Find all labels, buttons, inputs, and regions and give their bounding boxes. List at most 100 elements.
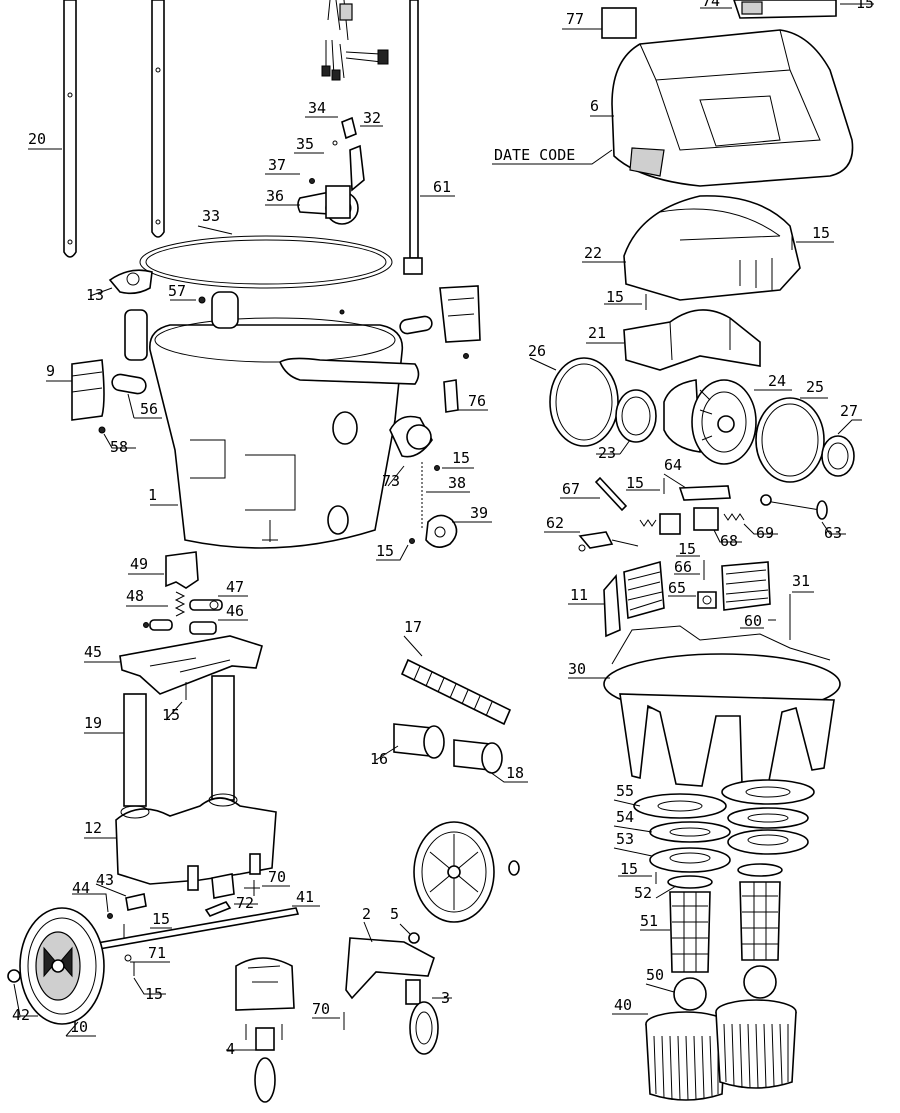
- callout-56: 56: [140, 400, 158, 418]
- part-4-caster: [226, 957, 295, 1103]
- callout-58: 58: [110, 438, 128, 456]
- part-41-axle: [78, 905, 320, 953]
- part-38-chain: [421, 462, 470, 530]
- part-30-lid-base: [568, 625, 841, 787]
- callout-26: 26: [528, 342, 546, 360]
- callout-18: 18: [506, 764, 524, 782]
- callout-6: 6: [590, 97, 599, 115]
- rear-wheel-right: [413, 821, 520, 923]
- part-56-latch-plate: [111, 373, 162, 419]
- part-73-drain-port: [387, 415, 433, 487]
- callout-36: 36: [266, 187, 284, 205]
- callout-31: 31: [792, 572, 810, 590]
- callout-15-g: 15: [812, 224, 830, 242]
- callout-25: 25: [806, 378, 824, 396]
- callout-42: 42: [12, 1006, 30, 1024]
- right-latch: [339, 285, 481, 359]
- part-9-latch: [46, 359, 105, 421]
- part-68-valve-block: [639, 507, 742, 543]
- part-12-cart-base: [84, 793, 277, 891]
- callout-34: 34: [308, 99, 326, 117]
- callout-67: 67: [562, 480, 580, 498]
- callout-24: 24: [768, 372, 786, 390]
- callout-74: 74: [702, 0, 720, 10]
- part-18-hose-cuff: [453, 739, 528, 783]
- callout-40: 40: [614, 996, 632, 1014]
- part-44-screw: [72, 893, 113, 919]
- part-26-gasket: [529, 357, 619, 447]
- callout-61: 61: [433, 178, 451, 196]
- callout-70-b: 70: [312, 1000, 330, 1018]
- callout-63: 63: [824, 524, 842, 542]
- callout-51: 51: [640, 912, 658, 930]
- part-50-float-ball: [645, 965, 777, 1011]
- callout-32: 32: [363, 109, 381, 127]
- part-49-handle-clip: [128, 551, 199, 589]
- callout-76: 76: [468, 392, 486, 410]
- callout-20: 20: [28, 130, 46, 148]
- part-54-gasket: [613, 807, 809, 843]
- part-19-cart-tubes: [84, 675, 235, 807]
- callout-15-j: 15: [678, 540, 696, 558]
- callout-15-e: 15: [145, 985, 163, 1003]
- part-23-seal: [596, 389, 657, 455]
- callout-15-a: 15: [452, 449, 470, 467]
- callout-15-i: 15: [626, 474, 644, 492]
- callout-41: 41: [296, 888, 314, 906]
- part-72-latch: [204, 873, 258, 917]
- callout-71: 71: [148, 944, 166, 962]
- callout-77: 77: [566, 10, 584, 28]
- callout-45: 45: [84, 643, 102, 661]
- part-74-switch-board: [700, 0, 837, 19]
- part-63-valve-stem: [759, 494, 846, 535]
- callout-60: 60: [744, 612, 762, 630]
- part-11-exhaust-grilles: [568, 560, 771, 638]
- part-16-hose-cuff: [375, 723, 445, 761]
- callout-73: 73: [382, 472, 400, 490]
- callout-2: 2: [362, 905, 371, 923]
- callout-38: 38: [448, 474, 466, 492]
- part-42-hub-cap: [7, 969, 38, 1017]
- callout-33: 33: [202, 207, 220, 225]
- callout-44: 44: [72, 879, 90, 897]
- part-66-clip: [674, 560, 705, 580]
- part-24-motor: [663, 379, 792, 465]
- callout-47: 47: [226, 578, 244, 596]
- part-15-screw-64: [626, 478, 665, 494]
- part-39-drain-cap: [425, 514, 492, 548]
- callout-39: 39: [470, 504, 488, 522]
- part-69-spring: [723, 513, 778, 535]
- callout-65: 65: [668, 579, 686, 597]
- part-70-screw-cart: [244, 880, 290, 896]
- part-46-knob: [143, 619, 248, 635]
- callout-57: 57: [168, 282, 186, 300]
- callout-27: 27: [840, 402, 858, 420]
- callout-50: 50: [646, 966, 664, 984]
- callout-69: 69: [756, 524, 774, 542]
- part-57-screw: [170, 296, 206, 304]
- callout-3: 3: [441, 989, 450, 1007]
- callout-4: 4: [226, 1040, 235, 1058]
- part-61-power-cord: [403, 0, 455, 275]
- part-15-screws-cart: [123, 924, 172, 995]
- callout-49: 49: [130, 555, 148, 573]
- callout-15-k: 15: [620, 860, 638, 878]
- part-67-rod: [560, 476, 628, 512]
- part-15-screw-bracket: [165, 682, 187, 721]
- part-10-rear-wheel: [19, 907, 105, 1037]
- callout-15-h: 15: [606, 288, 624, 306]
- part-62-valve-lever: [544, 531, 639, 552]
- callout-12: 12: [84, 819, 102, 837]
- callout-43: 43: [96, 871, 114, 889]
- part-76-label: [443, 379, 488, 413]
- part-21-motor-shroud: [586, 309, 761, 371]
- callout-21: 21: [588, 324, 606, 342]
- wire-harness: [321, 0, 389, 81]
- callout-52: 52: [634, 884, 652, 902]
- callout-37: 37: [268, 156, 286, 174]
- part-70-screw-caster: [312, 1012, 345, 1030]
- part-58-screw: [98, 426, 136, 449]
- callout-68: 68: [720, 532, 738, 550]
- part-40-cartridge-filter: [612, 999, 797, 1101]
